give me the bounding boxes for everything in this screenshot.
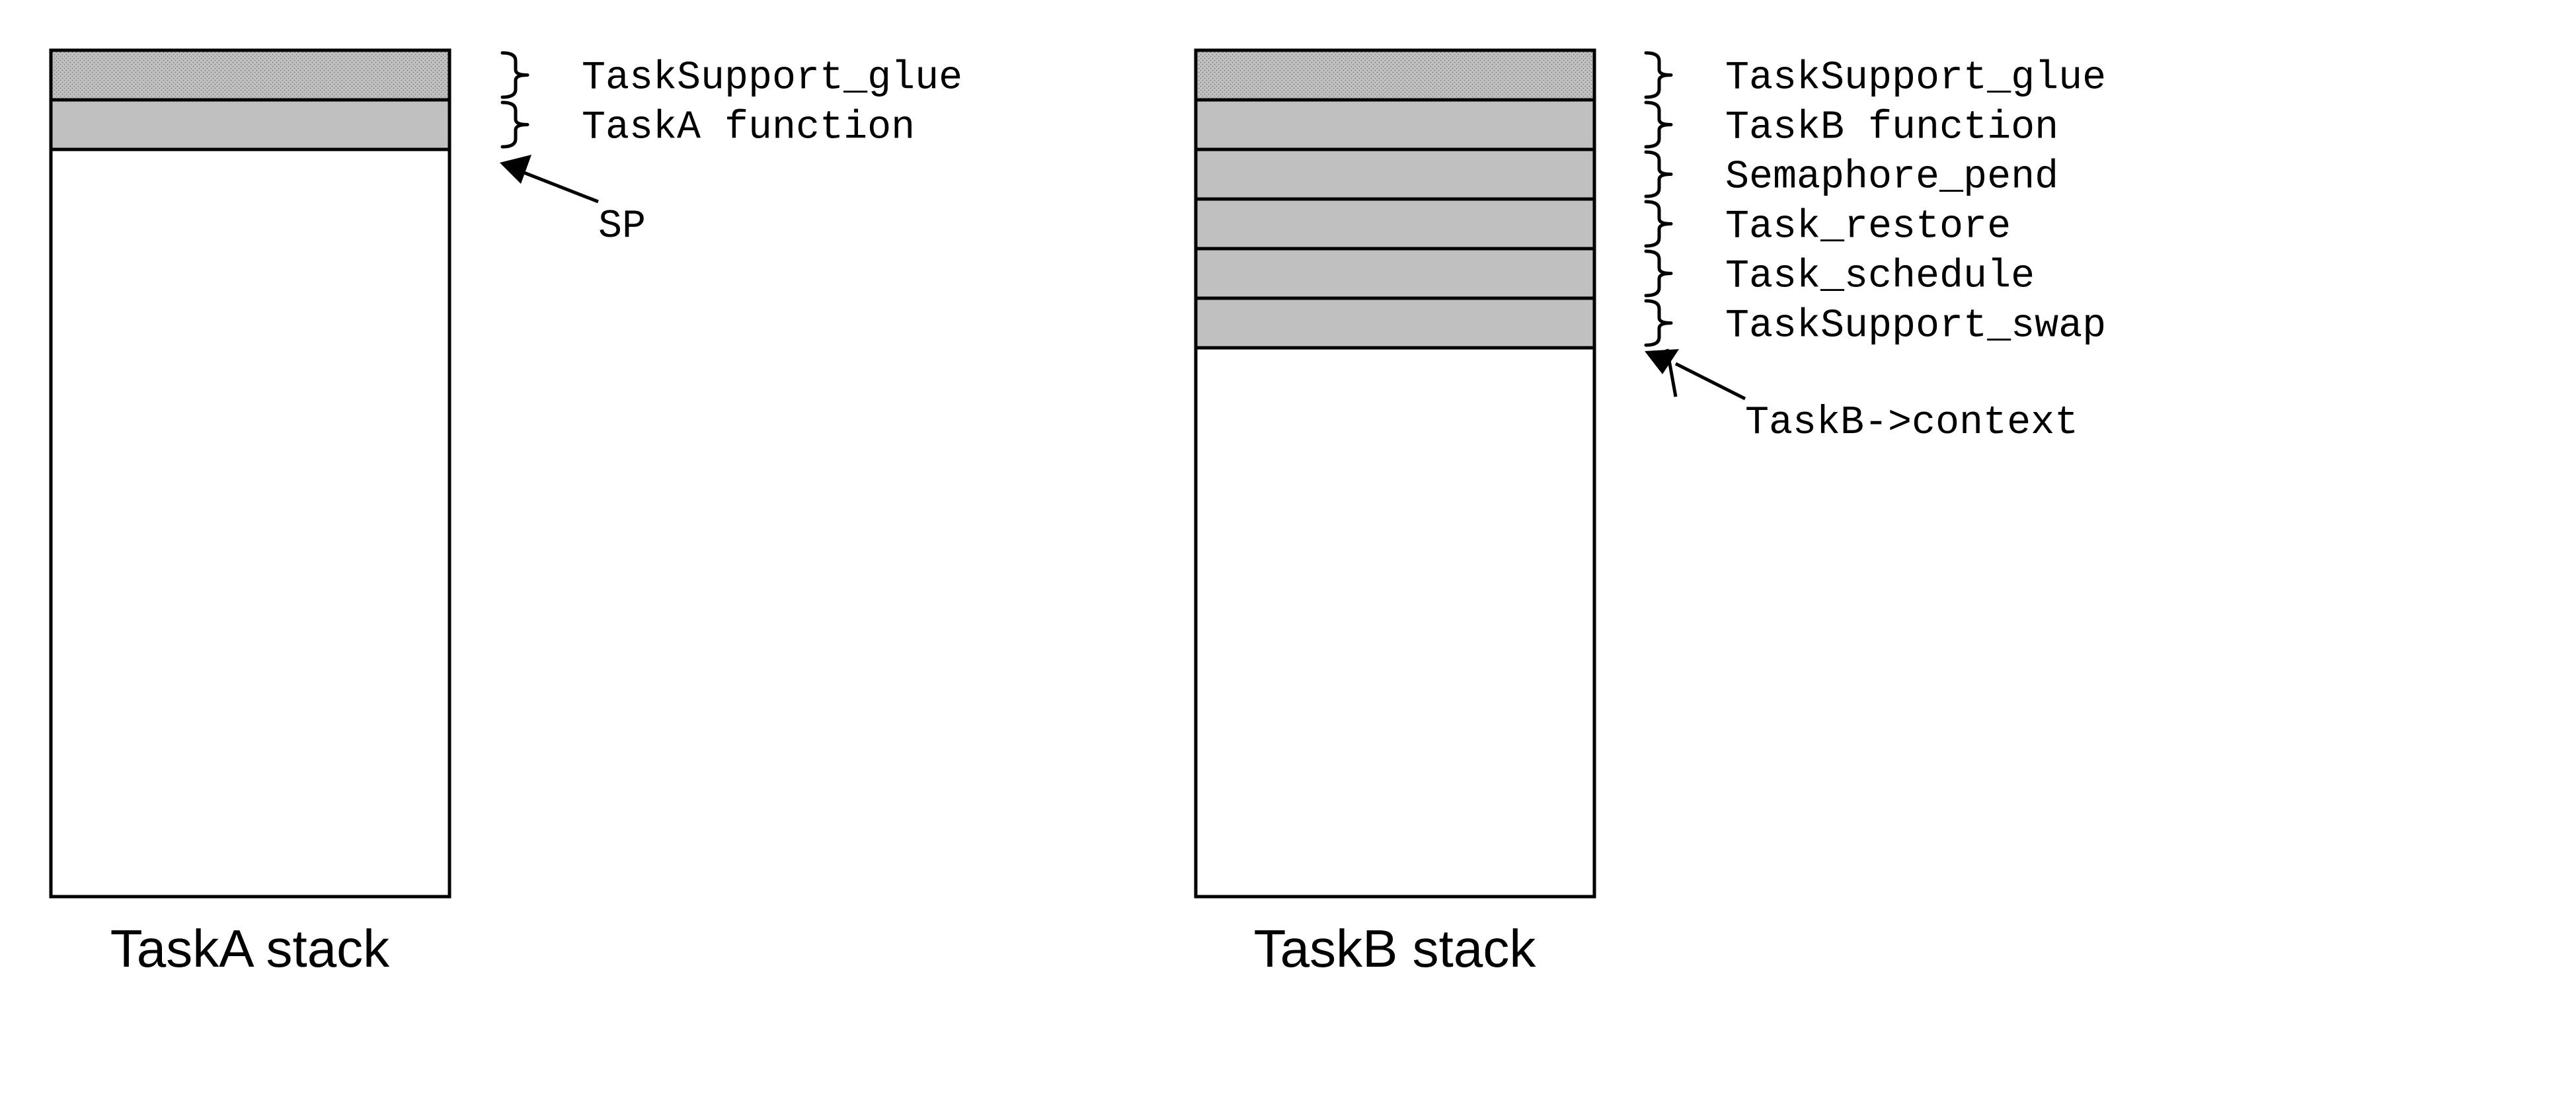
task-a-frame-label-1: TaskA function [582, 106, 915, 151]
task-b-frame-1 [1194, 98, 1596, 151]
task-b-frame-label-2: Semaphore_pend [1725, 155, 2058, 200]
task-a-frame-1 [49, 98, 451, 151]
sp-pointer: SP [500, 155, 646, 249]
task-b-brace-3 [1644, 200, 1673, 248]
context-arrow-shaft-diagonal [1674, 362, 1746, 401]
task-b-frame-label-4: Task_schedule [1725, 255, 2035, 300]
task-b-frame-label-1: TaskB function [1725, 106, 2058, 151]
task-a-brace-1 [500, 101, 529, 149]
task-b-braces [1644, 51, 1673, 347]
sp-arrow-shaft [522, 170, 599, 204]
task-b-frame-label-0: TaskSupport_glue [1725, 56, 2106, 101]
task-b-brace-0 [1644, 51, 1673, 99]
task-b-brace-2 [1644, 150, 1673, 198]
sp-arrow-head [500, 155, 531, 184]
task-a-brace-0 [500, 51, 529, 99]
sp-label: SP [598, 204, 646, 249]
task-b-brace-1 [1644, 101, 1673, 149]
task-b-frame-3 [1194, 197, 1596, 251]
task-a-frame-0 [49, 48, 451, 102]
task-a-braces [500, 51, 529, 149]
task-a-frames [49, 48, 451, 151]
task-b-caption: TaskB stack [1254, 919, 1537, 978]
task-a-stack-outline [49, 48, 451, 899]
task-b-frame-4 [1194, 247, 1596, 300]
taskb-context-pointer: TaskB->context [1645, 348, 2078, 446]
task-b-frame-5 [1194, 296, 1596, 350]
task-b-brace-5 [1644, 299, 1673, 347]
task-b-frame-0 [1194, 48, 1596, 102]
task-b-frame-label-3: Task_restore [1725, 205, 2011, 250]
task-a-caption: TaskA stack [110, 919, 390, 978]
task-a-frame-label-0: TaskSupport_glue [582, 56, 962, 101]
task-b-brace-4 [1644, 249, 1673, 298]
task-b-frame-2 [1194, 147, 1596, 201]
task-b-frames [1194, 48, 1596, 350]
context-arrow-head [1645, 349, 1679, 374]
task-b-frame-label-5: TaskSupport_swap [1725, 304, 2106, 349]
taskb-context-label: TaskB->context [1745, 401, 2078, 446]
